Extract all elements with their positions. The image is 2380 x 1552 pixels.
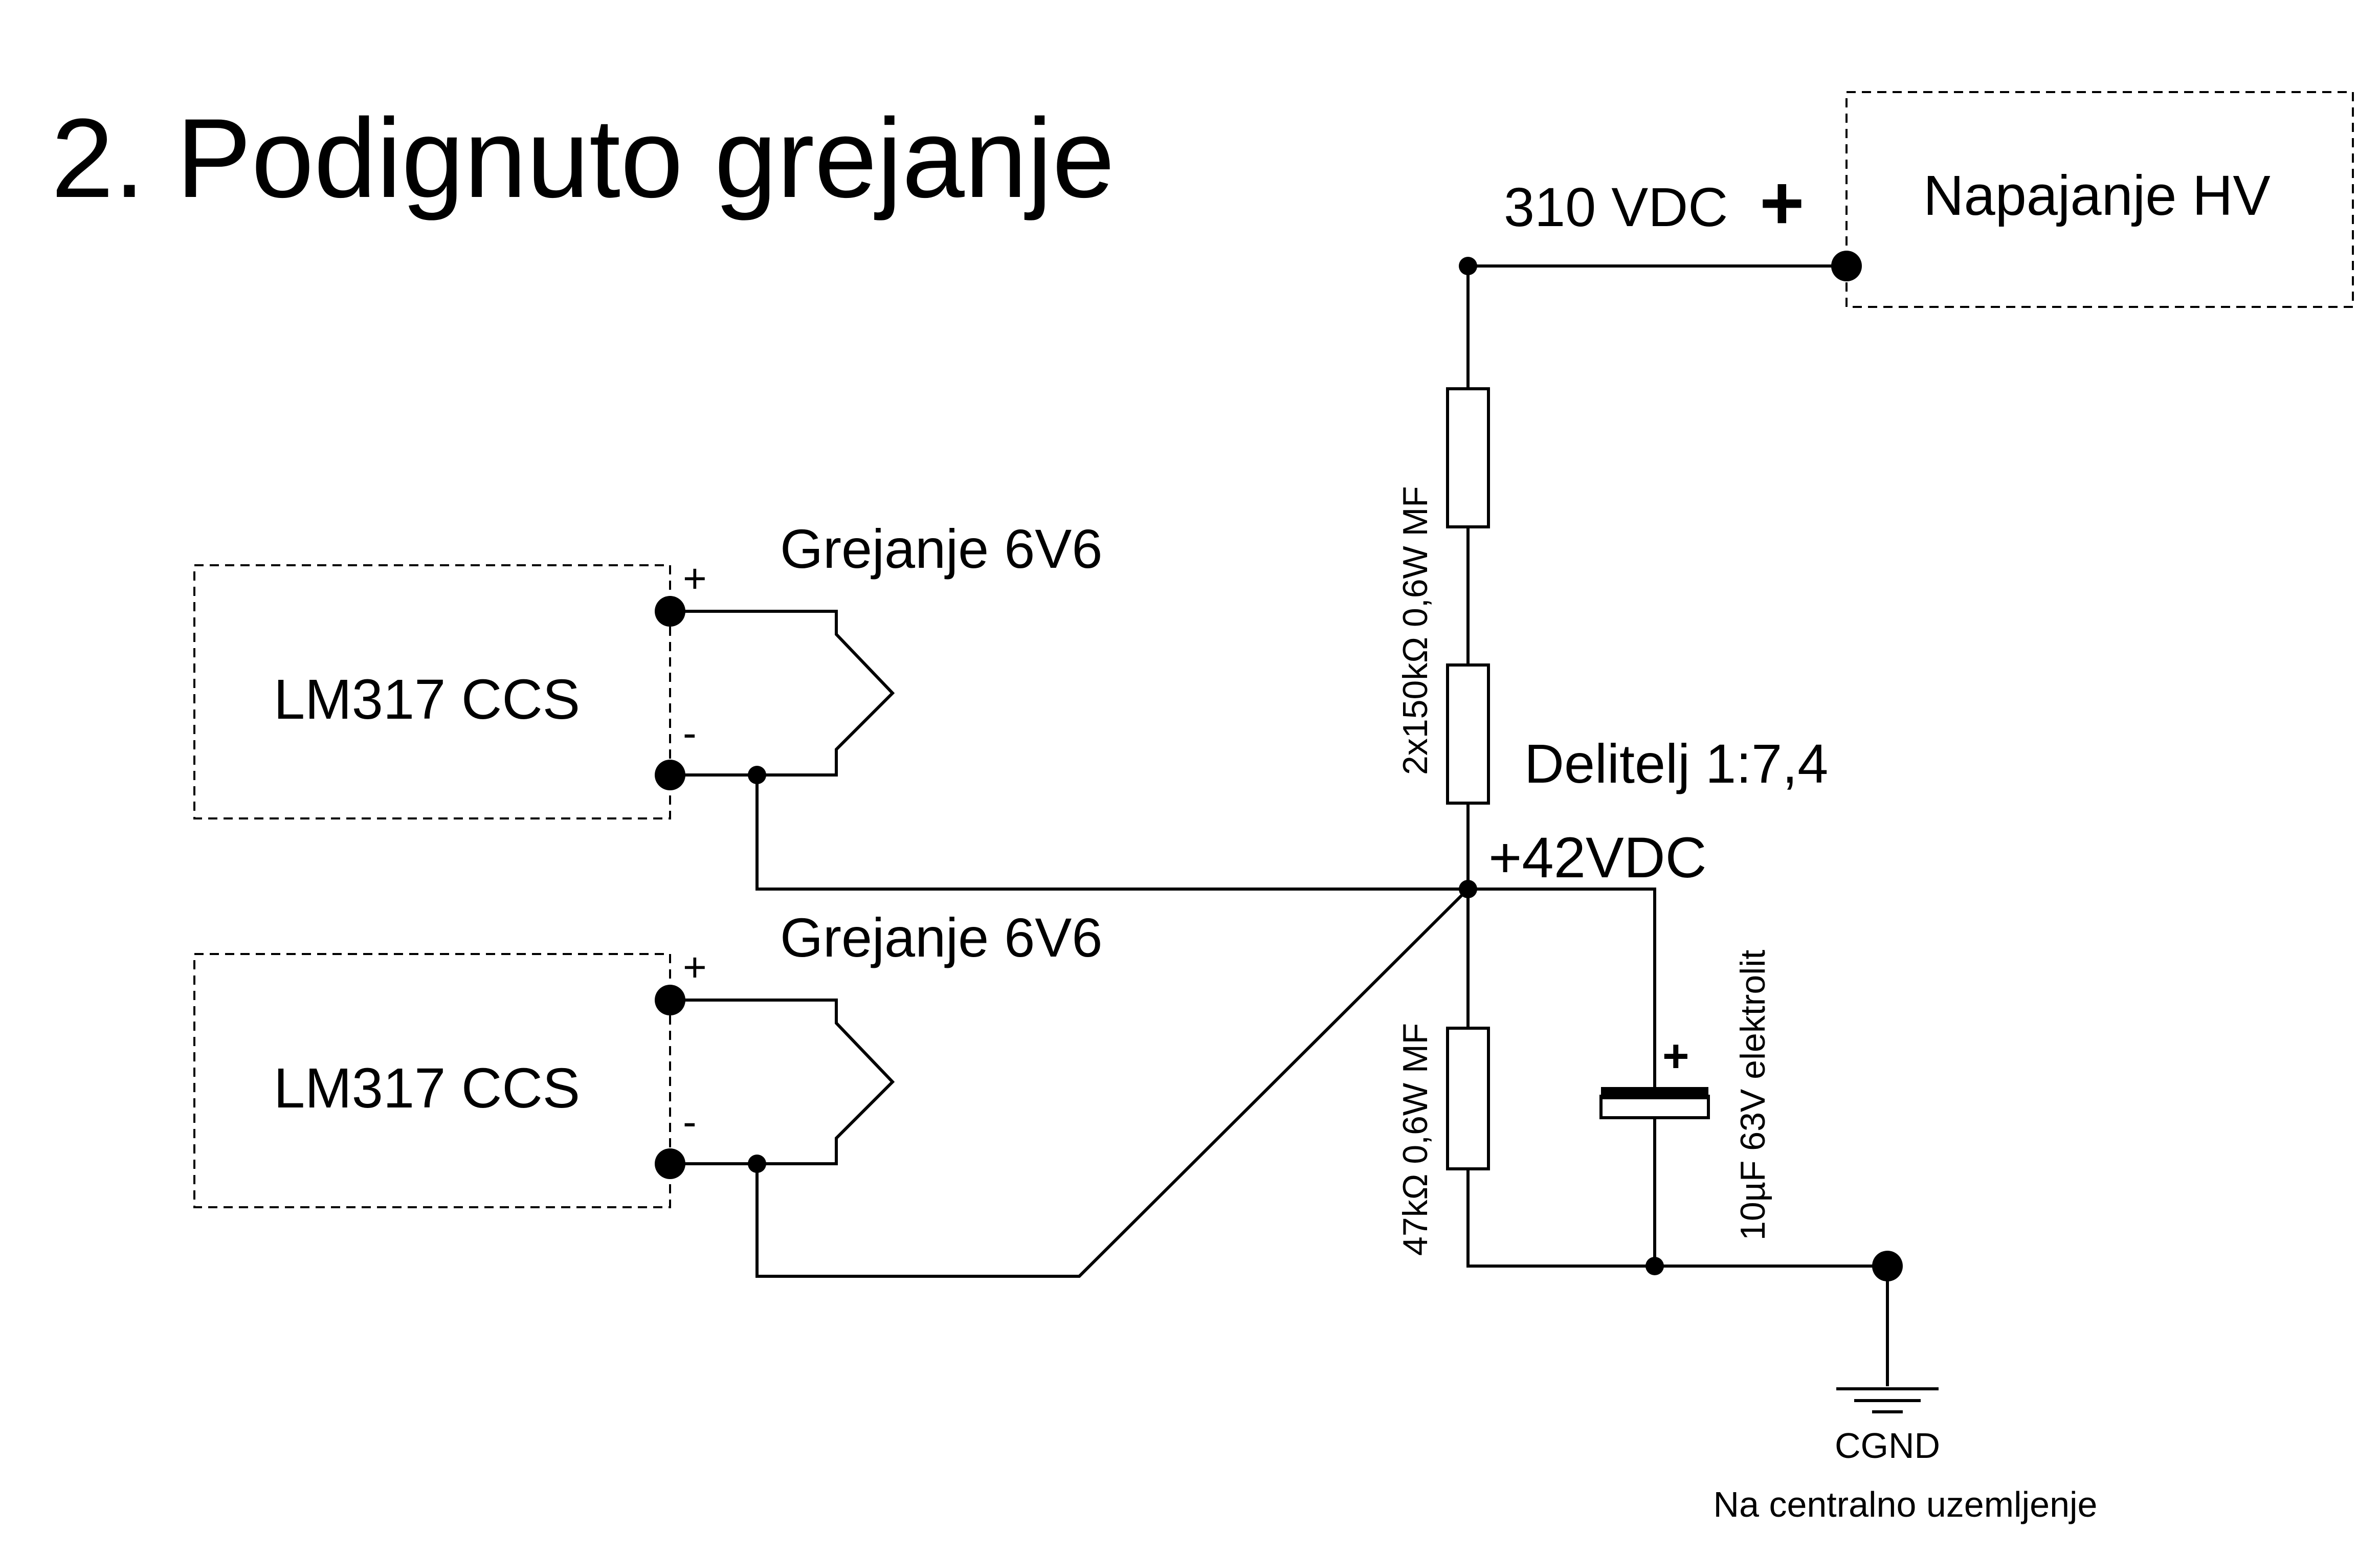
resistor-150k-b <box>1446 663 1490 805</box>
ccs-block-1-label: LM317 CCS <box>274 668 580 731</box>
ccs-2-minus-sign: - <box>683 1099 697 1144</box>
ccs-1-minus-terminal <box>655 760 685 790</box>
hv-terminal <box>1831 251 1862 281</box>
resistor-lower-label: 47kΩ 0,6W MF <box>1396 1023 1435 1256</box>
ccs-1-plus-sign: + <box>683 556 707 601</box>
capacitor-positive-plate <box>1601 1087 1708 1099</box>
capacitor-plus-sign: + <box>1662 1031 1689 1082</box>
ccs-2-minus-terminal <box>655 1148 685 1179</box>
resistor-47k <box>1446 1027 1490 1170</box>
hv-wire <box>1466 264 1847 389</box>
hv-plus-sign: + <box>1760 160 1805 246</box>
ground-junction <box>1645 1257 1664 1275</box>
ground-return-wire <box>1466 1169 1887 1268</box>
heater-1-junction <box>748 766 766 784</box>
page-title: 2. Podignuto grejanje <box>51 95 1115 221</box>
ccs-block-1 <box>193 564 671 819</box>
capacitor-label: 10µF 63V elektrolit <box>1733 950 1772 1240</box>
ground-terminal <box>1872 1251 1903 1281</box>
ccs-1-minus-sign: - <box>683 710 697 756</box>
ground-icon <box>1836 1387 1939 1413</box>
hv-supply-label: Napajanje HV <box>1923 164 2271 227</box>
ccs-block-2-label: LM317 CCS <box>274 1057 580 1120</box>
heater-2-return-wire <box>755 888 1470 1278</box>
hv-supply-block <box>1845 91 2354 308</box>
heater-1-return-wire <box>755 775 1468 891</box>
hv-junction <box>1459 257 1477 275</box>
heater-2-label: Grejanje 6V6 <box>780 906 1102 968</box>
divider-voltage-label: +42VDC <box>1488 826 1706 890</box>
resistor-150k-a <box>1446 387 1490 528</box>
ccs-block-2 <box>193 953 671 1208</box>
heater-1-label: Grejanje 6V6 <box>780 518 1102 580</box>
heater-2-junction <box>748 1155 766 1173</box>
divider-junction <box>1459 880 1477 898</box>
ccs-1-plus-terminal <box>655 596 685 627</box>
divider-label: Delitelj 1:7,4 <box>1524 733 1828 794</box>
capacitor-top-wire <box>1468 888 1656 1087</box>
ccs-2-plus-terminal <box>655 985 685 1015</box>
ground-label: CGND <box>1835 1426 1940 1466</box>
hv-voltage-label: 310 VDC <box>1504 176 1728 238</box>
ccs-2-plus-sign: + <box>683 944 707 990</box>
heater-1-filament <box>670 610 895 777</box>
resistor-upper-label: 2x150kΩ 0,6W MF <box>1396 486 1435 775</box>
heater-2-filament <box>670 999 895 1165</box>
ground-note: Na centralno uzemljenje <box>1714 1484 2098 1524</box>
